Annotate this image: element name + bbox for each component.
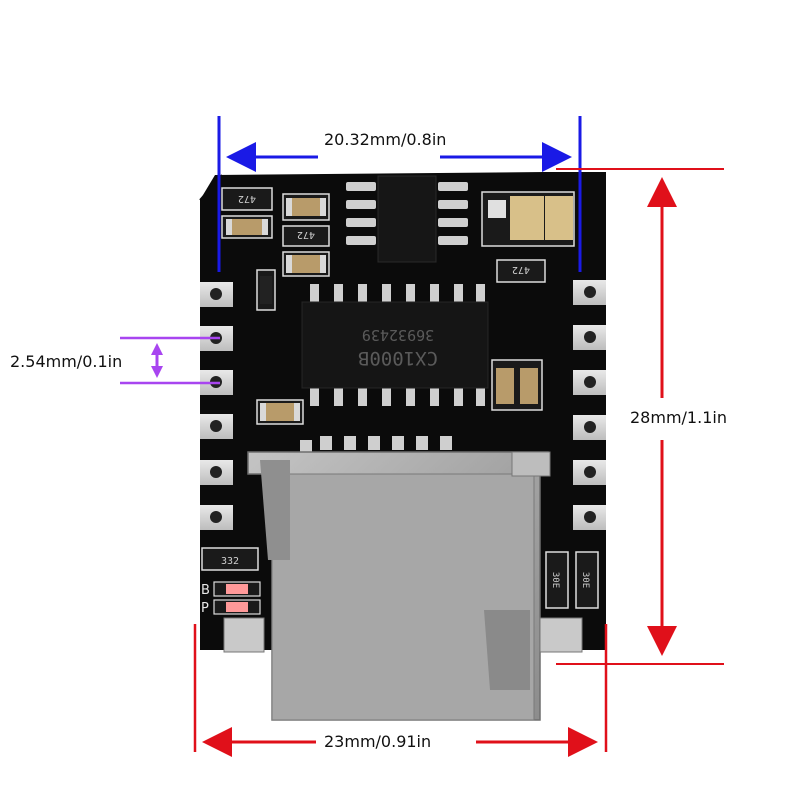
sd-slot-contacts (300, 436, 452, 452)
left-pad-5 (200, 460, 233, 485)
resistor-r3: 472 (496, 259, 546, 283)
chip-marking-line1: CX1000B (358, 347, 438, 369)
right-pad-3 (573, 370, 606, 395)
resistor-r5-code: 30E (550, 572, 560, 588)
right-pad-6 (573, 505, 606, 530)
resistor-r5: 30E (545, 551, 569, 609)
main-decoder-chip (301, 284, 489, 406)
bottom-width-label: 23mm/0.91in (318, 732, 438, 752)
resistor-r6-code: 30E (580, 572, 590, 588)
right-pad-1 (573, 280, 606, 305)
chip-marking-line2: 36932439 (362, 326, 434, 344)
right-pin-header (573, 280, 606, 530)
status-led-p (213, 599, 261, 615)
pin-pitch-dimension (120, 336, 220, 385)
resistor-r4: 332 (201, 547, 259, 571)
left-pad-4 (200, 414, 233, 439)
right-pad-2 (573, 325, 606, 350)
capacitor-c3 (282, 251, 330, 277)
right-pad-4 (573, 415, 606, 440)
resistor-r6: 30E (575, 551, 599, 609)
bottom-width-dimension (193, 624, 608, 757)
left-pad-1 (200, 282, 233, 307)
pin-pitch-label: 2.54mm/0.1in (10, 352, 123, 371)
amplifier-chip (346, 175, 468, 263)
resistor-r2: 472 (282, 225, 330, 247)
right-pad-5 (573, 460, 606, 485)
resistor-r1-code: 472 (238, 193, 256, 204)
capacitor-c1 (221, 215, 273, 239)
resistor-r1: 472 (221, 187, 273, 211)
capacitor-pair-right (491, 359, 543, 411)
height-label: 28mm/1.1in (628, 408, 729, 428)
top-width-label: 20.32mm/0.8in (318, 130, 453, 150)
capacitor-c4 (256, 399, 304, 425)
pad-label-p: P (201, 601, 209, 616)
top-width-dimension (217, 116, 582, 272)
left-pad-6 (200, 505, 233, 530)
resistor-r2-code: 472 (297, 229, 315, 240)
capacitor-pair-top-right (481, 191, 575, 247)
status-led-b (213, 581, 261, 597)
resistor-r4-code: 332 (221, 556, 239, 567)
resistor-r3-code: 472 (512, 264, 530, 275)
micro-sd-slot (223, 451, 583, 721)
small-resistor-left (256, 269, 276, 311)
height-dimension (556, 168, 724, 665)
capacitor-c2 (282, 193, 330, 221)
pad-label-b: B (201, 583, 210, 598)
